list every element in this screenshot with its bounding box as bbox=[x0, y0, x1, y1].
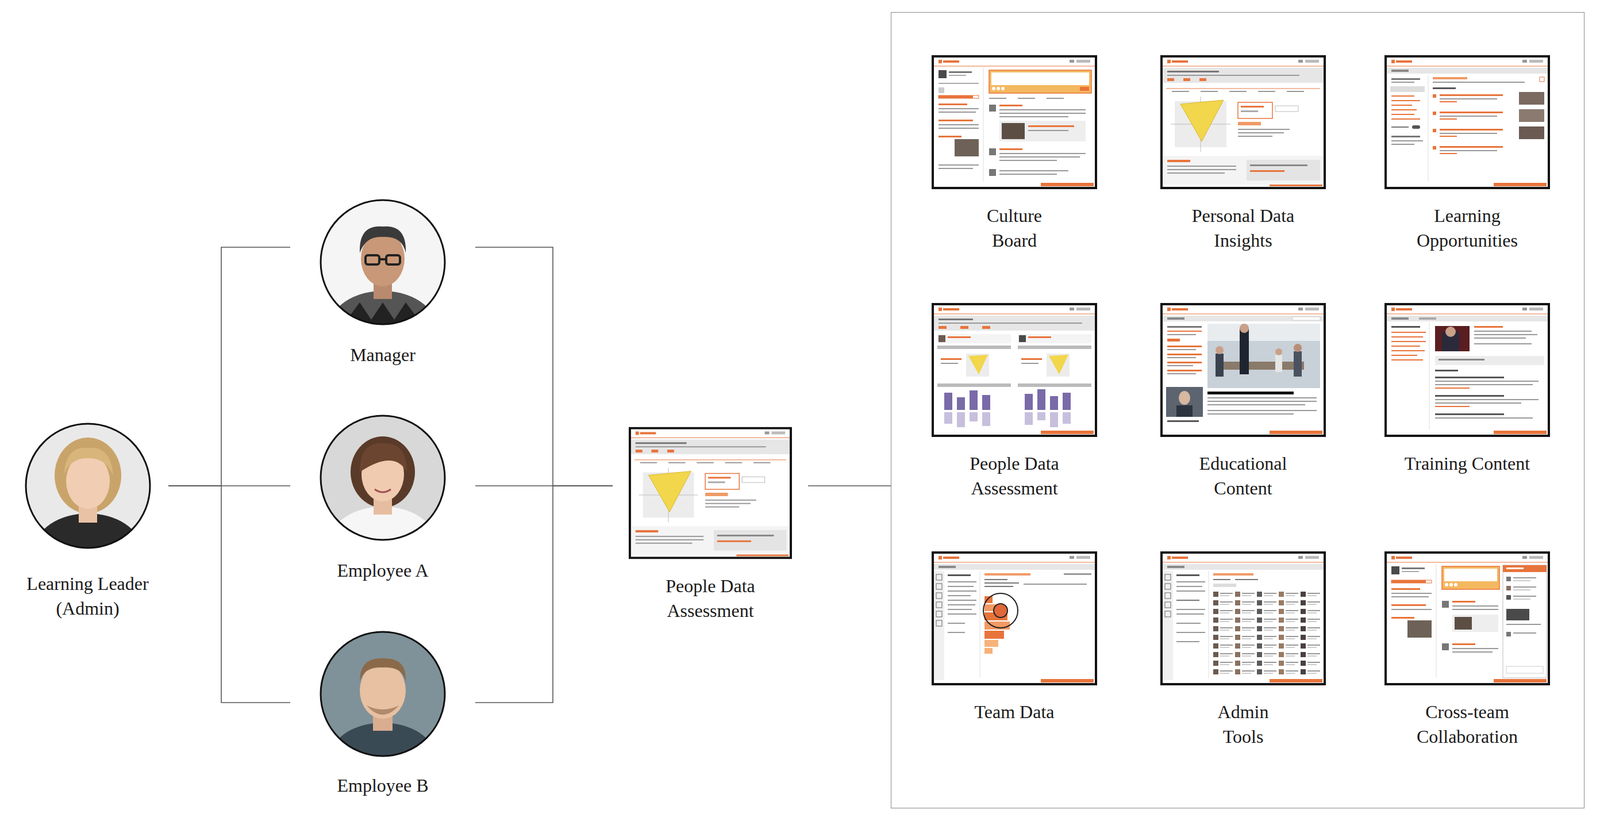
node-label: Cross-team Collaboration bbox=[1395, 699, 1540, 749]
node-label: Learning Opportunities bbox=[1395, 203, 1540, 253]
label-block: Training Content bbox=[1395, 451, 1540, 476]
label-block: Employee B bbox=[310, 772, 455, 798]
screenshot bbox=[932, 304, 1096, 436]
node-label: Personal Data Insights bbox=[1171, 203, 1315, 253]
node-label: Culture Board bbox=[971, 203, 1058, 253]
connector-line bbox=[808, 485, 891, 487]
portrait-node: Learning Leader (Admin) bbox=[6, 423, 169, 623]
node-label: Manager bbox=[310, 342, 455, 368]
portrait bbox=[319, 198, 446, 363]
portrait bbox=[319, 414, 446, 578]
label-block: Manager bbox=[310, 342, 455, 368]
label-block: Employee A bbox=[310, 558, 455, 583]
connector-line bbox=[168, 485, 291, 703]
connector-line bbox=[168, 485, 291, 487]
portrait-node: Employee B bbox=[290, 631, 476, 799]
connector-line bbox=[168, 247, 291, 486]
screen-node: Cross-team Collaboration bbox=[1372, 551, 1562, 753]
screenshot bbox=[1161, 552, 1325, 684]
connector-line bbox=[475, 485, 613, 703]
node-label: People Data Assessment bbox=[638, 573, 783, 623]
label-block: Educational Content bbox=[1171, 451, 1315, 501]
screenshot bbox=[629, 428, 791, 559]
screen-node: Learning Opportunities bbox=[1372, 55, 1562, 257]
screen-node: Admin Tools bbox=[1148, 551, 1338, 753]
node-label: Team Data bbox=[942, 699, 1087, 725]
node-label: Employee B bbox=[310, 772, 455, 798]
screenshot bbox=[1385, 552, 1549, 684]
label-block: People Data Assessment bbox=[942, 451, 1087, 501]
label-block: Cross-team Collaboration bbox=[1395, 699, 1540, 749]
connector-line bbox=[475, 247, 613, 486]
label-block: Culture Board bbox=[971, 203, 1058, 253]
label-block: Learning Opportunities bbox=[1395, 203, 1540, 253]
screenshot bbox=[1385, 56, 1549, 188]
screenshot bbox=[1385, 304, 1549, 436]
screen-node: People Data Assessment bbox=[612, 426, 809, 624]
screen-node: Educational Content bbox=[1148, 302, 1338, 505]
screenshot bbox=[932, 56, 1096, 188]
screen-node: People Data Assessment bbox=[920, 302, 1109, 505]
portrait-node: Manager bbox=[290, 198, 476, 368]
node-label: People Data Assessment bbox=[942, 451, 1087, 501]
node-label: Educational Content bbox=[1171, 451, 1315, 501]
portrait-node: Employee A bbox=[290, 414, 476, 584]
label-block: Learning Leader (Admin) bbox=[16, 571, 160, 621]
label-block: People Data Assessment bbox=[638, 573, 783, 623]
screenshot bbox=[1161, 304, 1325, 436]
label-block: Team Data bbox=[942, 699, 1087, 725]
screen-node: Personal Data Insights bbox=[1148, 55, 1338, 257]
screen-node: Training Content bbox=[1372, 302, 1562, 505]
node-label: Admin Tools bbox=[1208, 699, 1278, 749]
screen-node: Team Data bbox=[920, 551, 1109, 753]
screenshot bbox=[1161, 56, 1325, 188]
node-label: Training Content bbox=[1395, 451, 1540, 476]
portrait bbox=[319, 630, 446, 794]
node-label: Employee A bbox=[310, 558, 455, 583]
screenshot bbox=[932, 552, 1096, 684]
group-box: Culture Board Personal Data Insights Learn… bbox=[890, 12, 1585, 809]
connector-line bbox=[475, 485, 613, 487]
label-block: Personal Data Insights bbox=[1171, 203, 1315, 253]
label-block: Admin Tools bbox=[1208, 699, 1278, 749]
portrait bbox=[24, 422, 152, 585]
node-label: Learning Leader (Admin) bbox=[16, 571, 160, 621]
screen-node: Culture Board bbox=[920, 55, 1109, 257]
